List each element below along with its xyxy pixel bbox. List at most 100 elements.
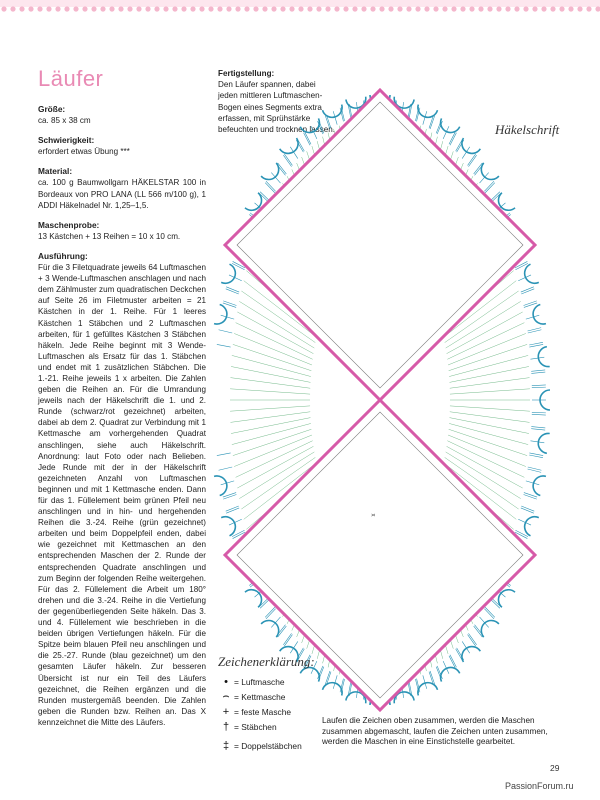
scallop-stitch xyxy=(260,619,280,638)
scallop-stitch xyxy=(532,303,547,325)
fan-stitch xyxy=(523,302,538,308)
band-dot xyxy=(64,6,70,12)
band-dot xyxy=(154,6,160,12)
difficulty-value: erfordert etwas Übung *** xyxy=(38,147,130,157)
fan-stitch xyxy=(325,670,331,685)
fill-stitch xyxy=(231,355,311,377)
fan-stitch xyxy=(473,625,483,638)
fan-stitch xyxy=(325,115,331,130)
band-dot xyxy=(568,6,574,12)
fan-stitch xyxy=(231,263,245,270)
fill-stitch xyxy=(235,322,313,360)
band-dot xyxy=(577,6,583,12)
fill-stitch xyxy=(445,301,521,349)
fan-stitch xyxy=(520,286,534,293)
band-dot xyxy=(190,6,196,12)
scallop-stitch xyxy=(461,137,481,155)
band-dot xyxy=(523,6,529,12)
fill-stitch xyxy=(243,280,317,338)
material-value: ca. 100 g Baumwollgarn HÄKELSTAR 100 in … xyxy=(38,178,206,210)
fan-stitch xyxy=(223,494,237,500)
fan-stitch xyxy=(531,371,546,374)
scallop-stitch xyxy=(279,137,299,155)
legend-item: •= Luftmasche xyxy=(218,674,328,689)
fan-stitch xyxy=(515,530,529,537)
fan-stitch xyxy=(339,678,344,693)
fill-stitch xyxy=(237,311,314,354)
scallop-stitch xyxy=(244,588,263,608)
legend-item: †= Stäbchen xyxy=(218,719,328,734)
fan-stitch xyxy=(467,153,476,166)
fan-stitch xyxy=(265,608,276,620)
fan-stitch xyxy=(326,114,332,129)
fan-stitch xyxy=(415,679,420,693)
fan-stitch xyxy=(461,641,470,654)
fan-stitch xyxy=(520,507,534,514)
fill-stitch xyxy=(449,417,530,434)
fan-stitch xyxy=(222,302,237,308)
band-dot xyxy=(487,6,493,12)
fan-stitch xyxy=(442,126,450,140)
fan-stitch xyxy=(277,162,287,175)
band-dot xyxy=(208,6,214,12)
fan-stitch xyxy=(271,616,281,628)
page-title: Läufer xyxy=(38,66,104,91)
band-dot xyxy=(118,6,124,12)
fan-stitch xyxy=(317,120,324,135)
band-dot xyxy=(82,6,88,12)
fan-stitch xyxy=(455,648,463,662)
fan-stitch xyxy=(303,654,311,668)
fan-stitch xyxy=(231,530,245,537)
fan-stitch xyxy=(271,172,281,184)
fill-stitch xyxy=(444,290,519,343)
fan-stitch xyxy=(340,107,345,121)
symbol-legend: Zeichenerklärung: •= Luftmasche ⌢= Kettm… xyxy=(218,654,328,753)
band-dot xyxy=(460,6,466,12)
band-dot xyxy=(136,6,142,12)
finishing-label: Fertigstellung: xyxy=(218,69,275,78)
band-dot xyxy=(406,6,412,12)
chain-stitch-icon: • xyxy=(224,675,228,688)
fan-stitch xyxy=(422,675,428,689)
band-dot xyxy=(271,6,277,12)
fill-stitch xyxy=(237,446,314,489)
double-crochet-icon: † xyxy=(222,720,230,733)
crochet-diagram xyxy=(213,87,551,713)
band-dot xyxy=(379,6,385,12)
band-dot xyxy=(289,6,295,12)
page-number: 29 xyxy=(550,763,560,773)
band-dot xyxy=(550,6,556,12)
band-dot xyxy=(235,6,241,12)
fan-stitch xyxy=(448,131,456,145)
fan-stitch xyxy=(525,314,540,320)
fan-stitch xyxy=(216,344,231,348)
fan-stitch xyxy=(529,342,543,346)
fan-stitch xyxy=(228,518,242,526)
fill-stitch xyxy=(243,462,317,520)
fill-stitch xyxy=(449,366,530,383)
fill-stitch xyxy=(241,290,316,343)
fill-stitch xyxy=(234,434,313,467)
band-dot xyxy=(307,6,313,12)
fan-stitch xyxy=(527,329,542,334)
fan-stitch xyxy=(304,131,312,145)
fan-stitch xyxy=(216,452,231,456)
fan-stitch xyxy=(226,286,240,293)
fan-stitch xyxy=(218,329,233,334)
band-dot xyxy=(28,6,34,12)
fan-stitch xyxy=(531,369,546,372)
fan-stitch xyxy=(531,426,546,429)
fan-stitch xyxy=(435,120,442,134)
band-dot xyxy=(415,6,421,12)
finishing-text: Den Läufer spannen, dabei jeden mittlere… xyxy=(218,80,335,135)
band-dot xyxy=(19,6,25,12)
band-dot xyxy=(595,6,600,12)
fan-stitch xyxy=(523,300,537,306)
fill-stitch xyxy=(241,457,316,510)
fill-stitch xyxy=(230,377,311,389)
band-dot xyxy=(10,6,16,12)
fill-stitch xyxy=(443,280,517,338)
fan-stitch xyxy=(408,681,413,696)
fan-stitch xyxy=(518,518,532,526)
fan-stitch xyxy=(527,327,542,332)
